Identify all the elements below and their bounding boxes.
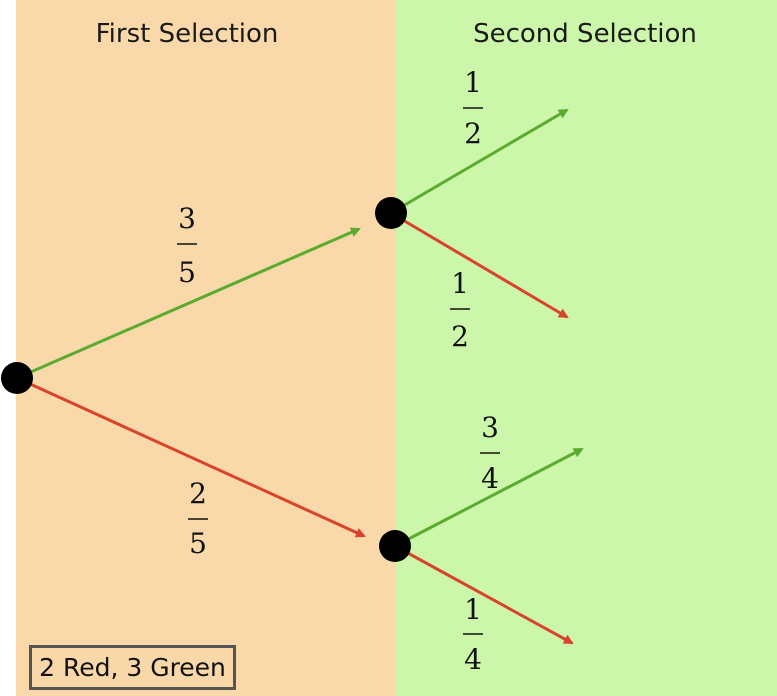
fraction-numerator: 2 <box>189 477 207 510</box>
fraction-numerator: 1 <box>464 593 482 626</box>
fraction-denominator: 2 <box>464 117 482 150</box>
fraction-denominator: 2 <box>451 320 469 353</box>
fraction-lower-red: 1 4 <box>463 593 483 676</box>
fraction-upper-green: 1 2 <box>463 66 483 150</box>
fraction-denominator: 4 <box>481 462 499 495</box>
second-selection-label: Second Selection <box>473 19 697 49</box>
branch-upper-red <box>390 211 569 319</box>
fraction-denominator: 4 <box>464 643 482 676</box>
fraction-first-red: 2 5 <box>188 477 208 560</box>
branch-first-green <box>16 227 361 380</box>
fraction-numerator: 3 <box>481 411 499 444</box>
fraction-numerator: 3 <box>178 202 196 235</box>
first-selection-panel <box>16 0 396 696</box>
fraction-numerator: 1 <box>464 66 482 99</box>
first-selection-label: First Selection <box>96 19 279 49</box>
urn-contents-label: 2 Red, 3 Green <box>29 645 236 690</box>
branch-first-red <box>16 376 366 538</box>
fraction-denominator: 5 <box>178 256 196 289</box>
urn-contents-text: 2 Red, 3 Green <box>39 653 226 682</box>
root-node <box>1 362 33 394</box>
fraction-numerator: 1 <box>451 267 469 300</box>
fraction-lower-green: 3 4 <box>480 411 500 495</box>
branch-lower-red <box>394 544 574 645</box>
fraction-first-green: 3 5 <box>177 202 197 289</box>
lower-node <box>379 530 411 562</box>
branch-lower-green <box>394 447 584 548</box>
upper-node <box>375 197 407 229</box>
fraction-denominator: 5 <box>189 527 207 560</box>
branch-upper-green <box>390 108 569 215</box>
fraction-upper-red: 1 2 <box>450 267 470 353</box>
